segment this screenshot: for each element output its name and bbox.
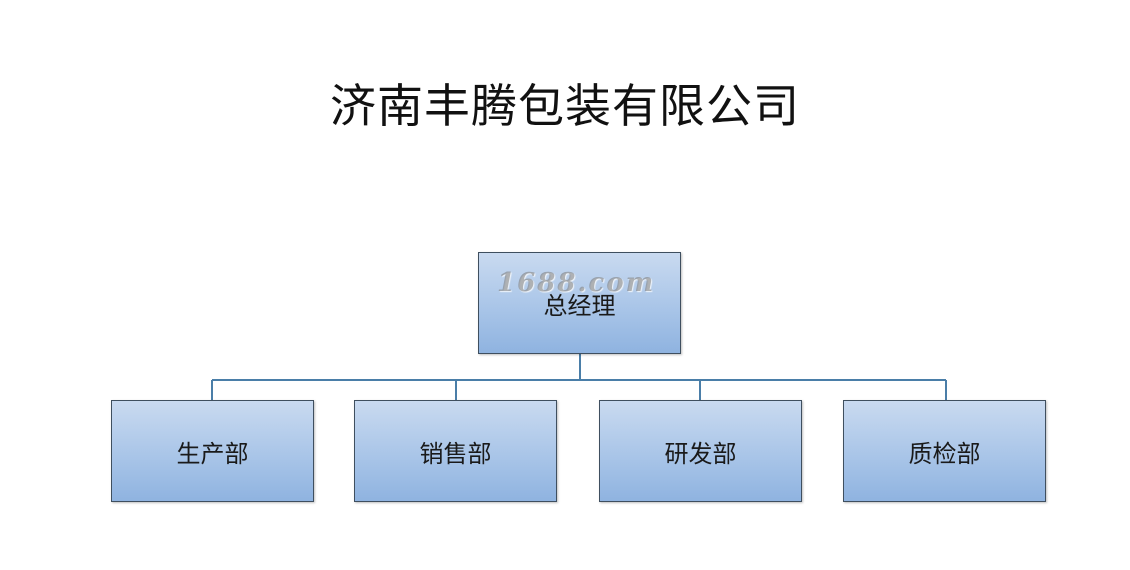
node-rnd-dept: 研发部: [599, 400, 802, 502]
node-label: 研发部: [664, 439, 737, 468]
node-production-dept: 生产部: [111, 400, 314, 502]
node-label: 生产部: [176, 439, 249, 468]
node-label: 总经理: [543, 291, 616, 320]
page-title: 济南丰腾包装有限公司: [330, 79, 800, 133]
node-label: 销售部: [419, 439, 492, 468]
node-qc-dept: 质检部: [843, 400, 1046, 502]
node-label: 质检部: [908, 439, 981, 468]
node-sales-dept: 销售部: [354, 400, 557, 502]
node-general-manager: 总经理: [478, 252, 681, 354]
